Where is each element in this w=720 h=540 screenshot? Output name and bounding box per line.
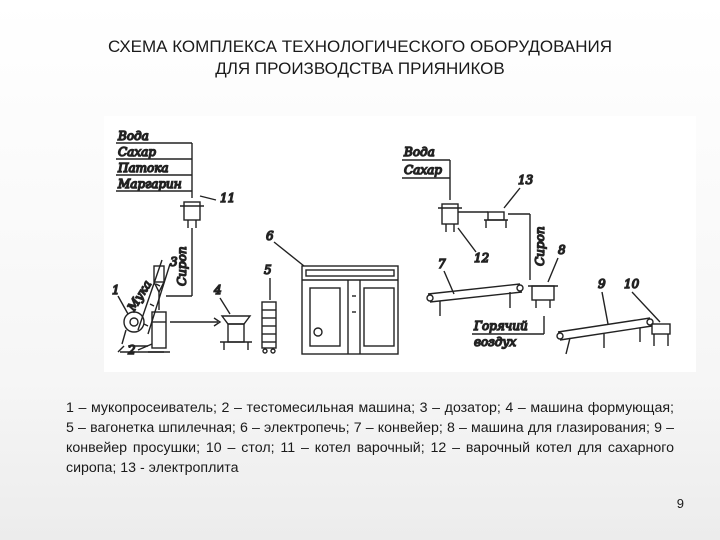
- dough-mixer-2: [148, 311, 170, 353]
- electric-stove-13: [484, 211, 508, 228]
- title-line-1: СХЕМА КОМПЛЕКСА ТЕХНОЛОГИЧЕСКОГО ОБОРУДО…: [108, 37, 612, 56]
- forming-machine-4: [220, 315, 252, 350]
- electric-oven-6: [301, 265, 399, 355]
- input-label-water-right: Вода: [403, 145, 435, 159]
- label-4: 4: [213, 283, 222, 297]
- label-2: 2: [127, 343, 136, 357]
- label-9: 9: [598, 277, 606, 291]
- conveyor-7: [426, 283, 524, 316]
- input-label-molasses-left: Патока: [117, 161, 169, 175]
- table-10: [651, 323, 671, 346]
- leader-7: [443, 270, 455, 295]
- label-5: 5: [264, 263, 272, 277]
- leader-2: [137, 343, 153, 351]
- glazing-machine-8: [528, 285, 558, 308]
- page-number: 9: [676, 496, 684, 511]
- label-6: 6: [266, 229, 274, 243]
- dosing-unit-3: [153, 265, 165, 310]
- label-1: 1: [112, 283, 120, 297]
- leader-13: [503, 187, 521, 209]
- equipment-diagram-svg: Вода Сахар Патока Маргарин 11: [111, 128, 671, 358]
- pin-trolley-5: [261, 301, 277, 354]
- input-label-sugar-right: Сахар: [404, 163, 442, 177]
- label-3: 3: [170, 255, 178, 269]
- input-label-water-left: Вода: [117, 129, 149, 143]
- flour-sifter-1: [117, 311, 164, 353]
- equipment-diagram: Вода Сахар Патока Маргарин 11: [104, 116, 696, 372]
- label-12: 12: [474, 251, 489, 265]
- hot-air-label-line-2: воздух: [474, 335, 516, 349]
- hot-air-label-line-1: Горячий: [473, 319, 528, 333]
- leader-6: [273, 241, 305, 267]
- label-13: 13: [518, 173, 534, 187]
- title-line-2: ДЛЯ ПРОИЗВОДСТВА ПРИЯНИКОВ: [215, 59, 505, 78]
- label-10: 10: [624, 277, 640, 291]
- label-11: 11: [220, 191, 235, 205]
- syrup-boiler-12: [438, 203, 462, 232]
- leader-10: [631, 291, 661, 323]
- syrup-label-left: Сироп: [175, 246, 189, 286]
- boiler-11: [180, 201, 204, 228]
- input-label-margarine-left: Маргарин: [117, 177, 182, 191]
- leader-1: [117, 295, 129, 315]
- slide-title: СХЕМА КОМПЛЕКСА ТЕХНОЛОГИЧЕСКОГО ОБОРУДО…: [0, 36, 720, 80]
- diagram-caption: 1 – мукопросеиватель; 2 – тестомесильная…: [66, 400, 674, 476]
- leader-4: [219, 297, 231, 315]
- flow-arrow-2-4: [213, 317, 222, 327]
- leader-12: [457, 227, 477, 253]
- leader-9: [601, 291, 609, 325]
- label-8: 8: [558, 243, 566, 257]
- leader-8: [547, 257, 559, 283]
- drying-conveyor-9: [556, 317, 654, 355]
- input-label-sugar-left: Сахар: [118, 145, 156, 159]
- leader-11: [199, 195, 217, 201]
- label-7: 7: [438, 257, 446, 271]
- syrup-label-right: Сироп: [533, 226, 547, 266]
